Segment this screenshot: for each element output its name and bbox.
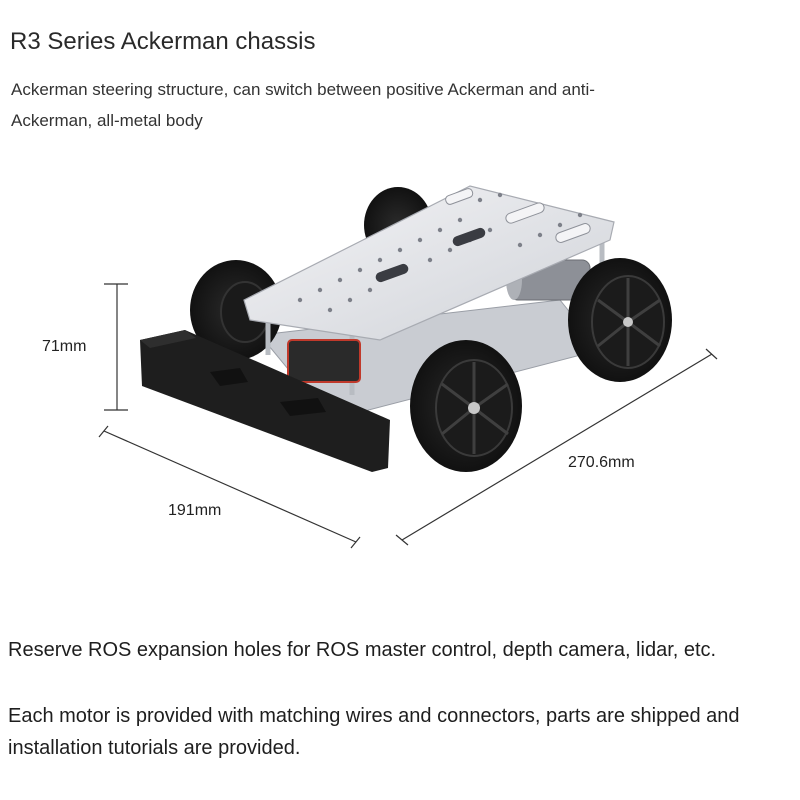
chassis-illustration [98, 185, 718, 549]
motor-parts-text: Each motor is provided with matching wir… [8, 705, 740, 759]
foam-bumper [140, 330, 390, 472]
chassis-figure: 71mm 191mm 270.6mm [0, 150, 800, 580]
ros-holes-text: Reserve ROS expansion holes for ROS mast… [8, 639, 717, 661]
length-dimension-line [395, 348, 718, 546]
page-title: R3 Series Ackerman chassis [10, 28, 316, 55]
width-dimension-label: 191mm [168, 502, 222, 519]
length-dimension-label: 270.6mm [568, 454, 635, 471]
height-dimension-label: 71mm [42, 338, 87, 355]
width-dimension-line [98, 425, 361, 549]
rear-right-wheel [568, 258, 672, 382]
top-plate [243, 185, 615, 341]
front-right-wheel [410, 340, 522, 472]
height-dimension-line [104, 283, 128, 411]
servo [287, 339, 361, 383]
page-subtitle: Ackerman steering structure, can switch … [11, 80, 595, 130]
